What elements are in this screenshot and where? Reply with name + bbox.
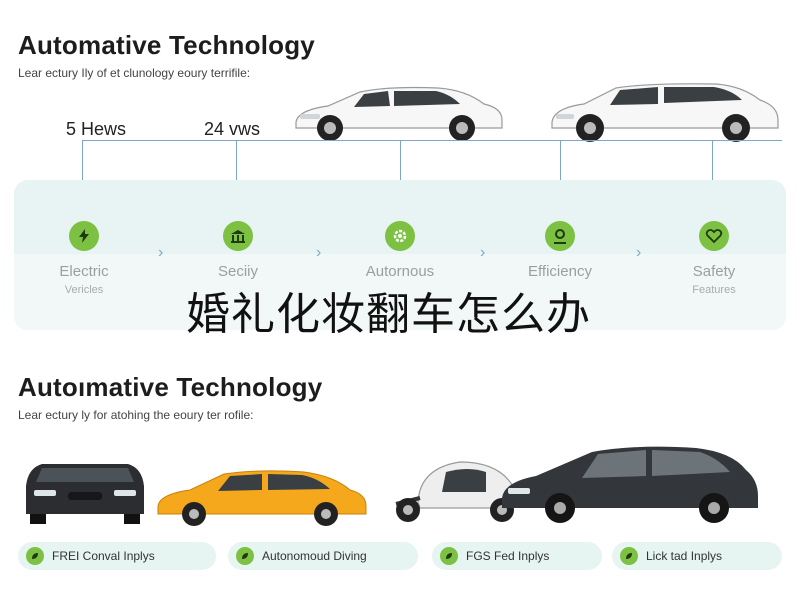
gear-icon [385, 221, 415, 251]
feature-autonomous[interactable]: Autornous [340, 221, 460, 284]
feature-panel-band [14, 254, 786, 330]
feature-sublabel: Vericles [64, 284, 104, 296]
pill-label: Autonomoud Diving [262, 549, 367, 563]
leaf-icon [440, 547, 458, 565]
location-pin-icon [545, 221, 575, 251]
heart-icon [699, 221, 729, 251]
connector-drop [560, 140, 561, 180]
white-hatchback-car-image [295, 86, 503, 141]
black-hatchback-car-image [502, 446, 758, 523]
bottom-title: Autoımative Technology [18, 372, 323, 402]
chevron-right-icon: › [480, 244, 486, 261]
feature-safety[interactable]: Safety Features [654, 221, 774, 296]
top-title: Automative Technology [18, 30, 315, 60]
connector-drop [400, 140, 401, 180]
chevron-right-icon: › [316, 244, 322, 261]
pill-item[interactable]: FGS Fed Inplys [432, 542, 602, 570]
pill-item[interactable]: Lick tad Inplys [612, 542, 782, 570]
lightning-icon [69, 221, 99, 251]
feature-efficiency[interactable]: Efficiency [500, 221, 620, 284]
pill-label: Lick tad Inplys [646, 549, 723, 563]
white-suv-car-image [551, 83, 779, 142]
connector-drop [236, 140, 237, 180]
leaf-icon [26, 547, 44, 565]
pill-label: FREI Conval Inplys [52, 549, 155, 563]
overlay-caption: 婚礼化妆翻车怎么办 [186, 289, 591, 340]
bottom-subtitle: Lear ectury ly for atohing the eoury ter… [18, 408, 254, 422]
top-subtitle: Lear ectury Ily of et clunology eoury te… [18, 66, 251, 80]
connector-line [82, 140, 782, 141]
stat-news: 5 Hews [66, 119, 127, 139]
leaf-icon [620, 547, 638, 565]
stat-views: 24 vws [204, 119, 261, 139]
feature-label: Autornous [365, 263, 435, 280]
feature-label: Seciiy [217, 263, 258, 280]
feature-sublabel: Features [692, 284, 736, 296]
feature-label: Electric [59, 263, 109, 280]
leaf-icon [236, 547, 254, 565]
orange-sedan-car-image [157, 470, 367, 526]
feature-label: Safety [692, 263, 736, 280]
pill-item[interactable]: FREI Conval Inplys [18, 542, 216, 570]
pill-item[interactable]: Autonomoud Diving [228, 542, 418, 570]
connector-drop [82, 140, 83, 180]
pill-label: FGS Fed Inplys [466, 549, 550, 563]
chevron-right-icon: › [636, 244, 642, 261]
connector-drop [712, 140, 713, 180]
chevron-right-icon: › [158, 244, 164, 261]
feature-electric[interactable]: Electric Vericles [24, 221, 144, 296]
feature-security[interactable]: Seciiy [178, 221, 298, 284]
building-icon [223, 221, 253, 251]
black-sedan-car-image [26, 464, 144, 524]
feature-label: Efficiency [528, 263, 592, 280]
